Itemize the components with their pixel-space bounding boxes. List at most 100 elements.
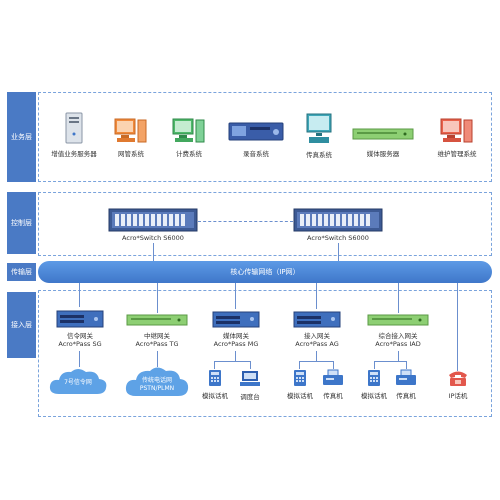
layer-label-access-text: 接入层 [11,321,32,329]
ag-branch-left [299,361,300,369]
terminal-label: 模拟话机 [287,392,313,400]
backbone-iad-link [398,283,399,313]
rack-server-icon [352,128,414,140]
business-node-label: 计费系统 [176,150,202,158]
backbone-tg-link [157,283,158,313]
phone-icon [209,370,221,386]
switch2-backbone-link [338,243,339,261]
business-node-label: 媒体服务器 [366,150,400,158]
tg-cloud-link [157,351,158,367]
recorder-icon [228,122,284,141]
business-node-fax-system: 传真系统 [294,113,344,159]
fax-icon [323,369,343,385]
ss7-network-text: 7号信令网 [64,379,92,386]
terminal-console: 调度台 [234,370,266,401]
pstn-plmn-text-1: 传统电话网 [141,377,172,384]
layer-label-transport: 传输层 [7,263,36,281]
control-switch-2: Acro*Switch S6000 [293,208,383,242]
mg-trunk [235,351,236,361]
layer-label-control-text: 控制层 [11,219,32,227]
pstn-plmn-cloud [125,367,189,396]
iad-branch [374,361,406,362]
switch-chassis-icon [108,208,198,232]
layer-label-business-text: 业务层 [11,133,32,141]
terminal-label: 调度台 [240,393,260,401]
computer-green-icon [172,118,205,143]
gateway-sg: 信令网关 Acro*Pass SG [50,307,110,348]
server-tower-icon [65,112,83,144]
business-layer-frame [38,92,492,182]
gateway-device-icon [367,314,429,326]
terminal-phone-3: 模拟话机 [357,369,391,400]
business-node-label: 传真系统 [306,151,332,159]
layer-label-transport-text: 传输层 [11,268,32,276]
gateway-ag-model: Acro*Pass AG [295,340,339,348]
business-node-label: 增值业务服务器 [51,150,97,158]
backbone-ag-link [316,283,317,309]
fax-icon [396,369,416,385]
switch1-backbone-link [153,243,154,261]
gateway-iad-name: 综合接入网关 [378,332,418,340]
control-layer-frame [38,192,492,256]
console-icon [240,371,260,386]
layer-label-business: 业务层 [7,92,36,182]
iad-branch-right [406,361,407,369]
business-node-value-added-server: 增值业务服务器 [44,112,104,158]
ag-branch-right [333,361,334,369]
gateway-iad-model: Acro*Pass IAD [375,340,421,348]
gateway-ag: 接入网关 Acro*Pass AG [287,309,347,348]
business-node-label: 网管系统 [118,150,144,158]
mg-branch [214,361,250,362]
business-node-recording: 录音系统 [225,120,287,158]
switch-interconnect-line [198,221,293,222]
ag-trunk [316,351,317,361]
layer-label-control: 控制层 [7,192,36,254]
gateway-tg: 中继网关 Acro*Pass TG [124,313,190,348]
mg-branch-right [250,361,251,369]
phone-icon [294,370,306,386]
mg-branch-left [214,361,215,369]
gateway-device-icon [293,311,341,328]
terminal-phone-1: 模拟话机 [198,369,232,400]
business-node-billing: 计费系统 [164,118,214,158]
terminal-label: 模拟话机 [202,392,228,400]
ip-phone-icon [449,371,467,386]
layer-label-access: 接入层 [7,292,36,358]
control-switch-label: Acro*Switch S6000 [307,234,369,242]
core-ip-network-label: 核心传输网络（IP网） [230,268,300,276]
backbone-ipphone-link [457,283,458,371]
business-node-media-server: 媒体服务器 [350,127,416,158]
business-node-maintenance: 维护管理系统 [428,118,486,158]
terminal-fax-2: 传真机 [391,369,421,400]
gateway-iad: 综合接入网关 Acro*Pass IAD [362,313,434,348]
gateway-mg-name: 媒体网关 [223,332,249,340]
terminal-label: 传真机 [396,392,416,400]
ss7-network-cloud [49,369,107,394]
backbone-sg-link [79,283,80,307]
backbone-mg-link [235,283,236,309]
terminal-ip-phone: IP话机 [441,369,475,400]
gateway-device-icon [212,311,260,328]
gateway-sg-model: Acro*Pass SG [58,340,102,348]
computer-orange-icon [114,118,147,143]
terminal-label: IP话机 [448,392,468,400]
gateway-ag-name: 接入网关 [304,332,330,340]
terminal-fax-1: 传真机 [318,369,348,400]
business-node-label: 录音系统 [243,150,269,158]
terminal-phone-2: 模拟话机 [283,369,317,400]
iad-trunk [398,351,399,361]
gateway-tg-model: Acro*Pass TG [135,340,179,348]
phone-icon [368,370,380,386]
access-layer-frame [38,290,492,417]
pstn-plmn-label: 传统电话网 PSTN/PLMN [126,377,188,393]
gateway-sg-name: 信令网关 [67,332,93,340]
gateway-device-icon [56,310,104,328]
computer-teal-icon [306,113,332,143]
switch-chassis-icon [293,208,383,232]
gateway-mg: 媒体网关 Acro*Pass MG [206,309,266,348]
gateway-device-icon [126,314,188,326]
sg-cloud-link [79,351,80,367]
ss7-network-label: 7号信令网 [50,379,106,387]
gateway-tg-name: 中继网关 [144,332,170,340]
terminal-label: 模拟话机 [361,392,387,400]
